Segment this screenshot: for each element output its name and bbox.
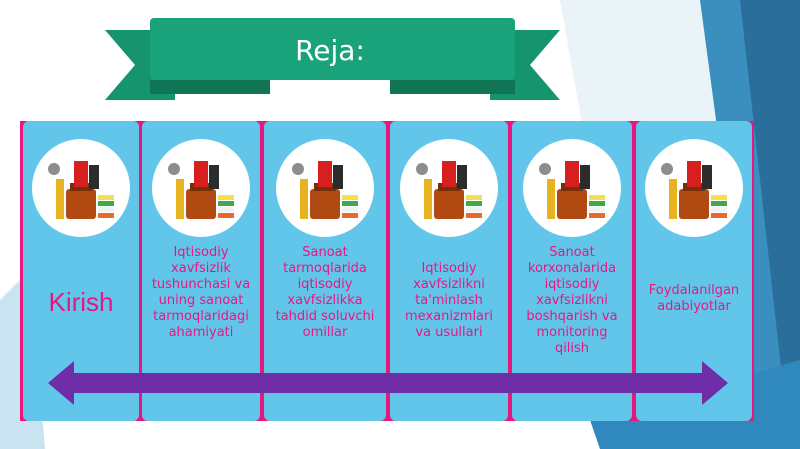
school-supplies-icon	[168, 161, 234, 219]
agenda-card-2[interactable]: Iqtisodiy xavfsizlik tushunchasi va unin…	[142, 121, 260, 421]
card-image-disc	[32, 139, 130, 237]
agenda-panel: Kirish Iqtisodiy xavfsizlik tushunchasi …	[20, 121, 754, 421]
agenda-card-label: Sanoat tarmoqlarida iqtisodiy xavfsizlik…	[275, 245, 375, 340]
school-supplies-icon	[292, 161, 358, 219]
card-image-disc	[400, 139, 498, 237]
agenda-card-6[interactable]: Foydalanilgan adabiyotlar	[636, 121, 752, 421]
school-supplies-icon	[48, 161, 114, 219]
card-image-disc	[523, 139, 621, 237]
agenda-card-4[interactable]: Iqtisodiy xavfsizlikni ta'minlash mexani…	[390, 121, 508, 421]
agenda-card-1[interactable]: Kirish	[23, 121, 139, 421]
agenda-card-label: Iqtisodiy xavfsizlikni ta'minlash mexani…	[405, 261, 493, 340]
slide-title: Reja:	[295, 34, 365, 67]
bg-shape-dark	[740, 0, 800, 449]
agenda-card-label: Iqtisodiy xavfsizlik tushunchasi va unin…	[151, 245, 251, 340]
school-supplies-icon	[416, 161, 482, 219]
ribbon-band	[150, 18, 515, 80]
agenda-card-label: Sanoat korxonalarida iqtisodiy xavfsizli…	[526, 245, 618, 356]
ribbon-fold-right	[390, 80, 515, 94]
agenda-card-3[interactable]: Sanoat tarmoqlarida iqtisodiy xavfsizlik…	[264, 121, 386, 421]
double-arrow-icon	[48, 361, 728, 405]
school-supplies-icon	[661, 161, 727, 219]
card-image-disc	[645, 139, 743, 237]
card-image-disc	[276, 139, 374, 237]
title-ribbon	[105, 18, 560, 100]
card-image-disc	[152, 139, 250, 237]
agenda-card-5[interactable]: Sanoat korxonalarida iqtisodiy xavfsizli…	[512, 121, 632, 421]
school-supplies-icon	[539, 161, 605, 219]
agenda-card-label: Foydalanilgan adabiyotlar	[648, 283, 740, 314]
ribbon-fold-left	[150, 80, 270, 94]
agenda-card-label: Kirish	[48, 287, 114, 317]
